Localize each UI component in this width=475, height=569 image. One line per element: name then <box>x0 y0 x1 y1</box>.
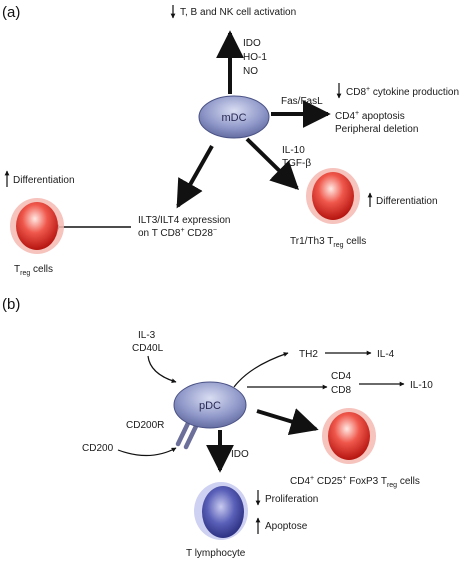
il10-label-a: IL-10 <box>282 145 305 156</box>
proliferation-label: Proliferation <box>265 494 318 505</box>
mdc-cell <box>198 95 270 139</box>
tr1-treg-label: Tr1/Th3 Treg cells <box>290 236 366 249</box>
treg-cell <box>16 202 58 250</box>
no-label: NO <box>243 66 258 77</box>
foxp3-treg-label: CD4+ CD25+ FoxP3 Treg cells <box>290 475 420 489</box>
cd4-apoptosis-label: CD4+ apoptosis <box>335 110 405 122</box>
cd200r-label: CD200R <box>126 420 164 431</box>
cd8-label: CD8 <box>331 385 351 396</box>
il4-label: IL-4 <box>377 349 395 360</box>
cd200-label: CD200 <box>82 443 114 454</box>
differentiation-left-label: Differentiation <box>13 175 75 186</box>
tbnk-label: T, B and NK cell activation <box>180 7 296 18</box>
mdc-label: mDC <box>221 112 246 124</box>
fas-label: Fas/FasL <box>281 96 323 107</box>
ido-label-b: IDO <box>231 449 249 460</box>
cd40l-label: CD40L <box>132 343 164 354</box>
pdc-cell <box>173 381 247 429</box>
ilt-cd8-label: on T CD8+ CD28− <box>138 227 217 239</box>
tgfb-label: TGF-β <box>282 158 311 169</box>
mdc-downright-arrow <box>245 137 299 190</box>
foxp3-treg-cell <box>328 412 370 460</box>
cd200-arrow <box>117 447 177 457</box>
t-lymphocyte-label: T lymphocyte <box>186 548 246 559</box>
tr1-treg-cell <box>312 172 354 220</box>
treg-cells-label: Treg cells <box>14 264 53 277</box>
differentiation-right-label: Differentiation <box>376 196 438 207</box>
t-lymphocyte-cell <box>202 486 244 538</box>
th2-label: TH2 <box>299 349 318 360</box>
ho1-label: HO-1 <box>243 52 267 63</box>
mdc-downleft-arrow <box>176 145 214 209</box>
il3-label: IL-3 <box>138 330 156 341</box>
left-differentiation: Differentiation <box>4 170 75 187</box>
panel-a-letter: (a) <box>2 4 20 21</box>
ido-label-a: IDO <box>243 38 261 49</box>
cd4-label: CD4 <box>331 371 351 382</box>
pdc-label: pDC <box>199 400 221 412</box>
tbnk-effect: T, B and NK cell activation <box>170 5 296 19</box>
peripheral-deletion-label: Peripheral deletion <box>335 124 418 135</box>
panel-b-letter: (b) <box>2 296 20 313</box>
il10-label-b: IL-10 <box>410 380 433 391</box>
apoptose-label: Apoptose <box>265 521 308 532</box>
il3-arrow <box>147 355 177 384</box>
pdc-treg-arrow <box>256 408 319 436</box>
pdc-th2-arrow <box>233 352 289 388</box>
ilt-expression-label: ILT3/ILT4 expression <box>138 215 230 226</box>
cd8-cytokine-label: CD8+ cytokine production <box>346 86 459 98</box>
